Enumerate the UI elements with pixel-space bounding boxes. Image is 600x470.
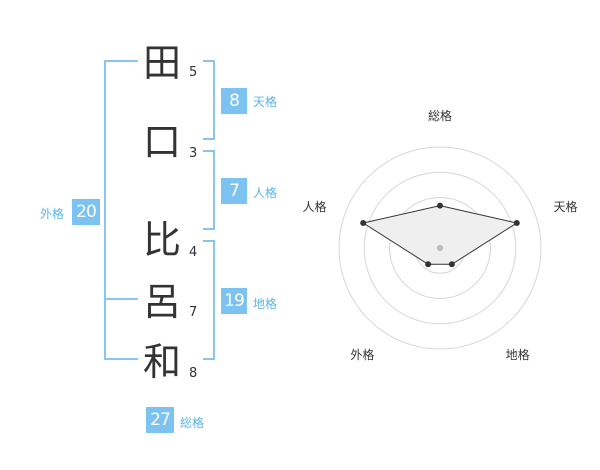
radar-point-1 bbox=[437, 202, 443, 209]
chikaku-bracket bbox=[203, 240, 215, 360]
radar-ring-4 bbox=[338, 146, 542, 350]
chikaku-label: 地格 bbox=[253, 297, 278, 311]
stroke-count-4: 7 bbox=[189, 305, 198, 320]
soukaku-label: 総格 bbox=[180, 416, 205, 430]
stroke-count-2: 3 bbox=[189, 146, 198, 161]
tenkaku-badge: 8 bbox=[221, 88, 247, 114]
radar-ring-3 bbox=[363, 171, 517, 325]
name-char-4: 呂 bbox=[142, 280, 181, 324]
gaikaku-bracket bbox=[104, 60, 138, 360]
gaikaku-badge: 20 bbox=[72, 199, 100, 225]
radar-axis-label-3: 地格 bbox=[506, 347, 530, 362]
name-char-2: 口 bbox=[142, 120, 181, 164]
name-char-3: 比 bbox=[142, 218, 181, 262]
jinkaku-bracket bbox=[203, 150, 215, 230]
radar-point-5 bbox=[360, 220, 367, 226]
radar-point-4 bbox=[425, 261, 432, 268]
radar-point-2 bbox=[513, 220, 520, 226]
radar-axis-label-1: 総格 bbox=[428, 108, 452, 123]
radar-axis-label-5: 人格 bbox=[302, 199, 326, 214]
radar-center-dot bbox=[437, 245, 443, 251]
jinkaku-label: 人格 bbox=[253, 186, 278, 200]
tenkaku-label: 天格 bbox=[253, 95, 278, 109]
name-char-5: 和 bbox=[142, 340, 181, 384]
radar-point-3 bbox=[448, 261, 455, 268]
stroke-count-3: 4 bbox=[189, 245, 198, 260]
radar-area bbox=[361, 205, 519, 265]
tenkaku-bracket bbox=[203, 60, 215, 140]
soukaku-badge: 27 bbox=[146, 407, 174, 433]
stroke-count-1: 5 bbox=[189, 65, 198, 80]
gaikaku-label: 外格 bbox=[40, 207, 65, 221]
gaikaku-bracket-tick bbox=[104, 298, 138, 300]
stroke-count-5: 8 bbox=[189, 366, 198, 381]
radar-ring-2 bbox=[389, 197, 491, 299]
radar-axis-label-4: 外格 bbox=[350, 347, 374, 362]
name-char-1: 田 bbox=[142, 41, 181, 85]
jinkaku-badge: 7 bbox=[221, 178, 247, 204]
chikaku-badge: 19 bbox=[221, 288, 247, 314]
radar-axis-label-2: 天格 bbox=[553, 199, 577, 214]
